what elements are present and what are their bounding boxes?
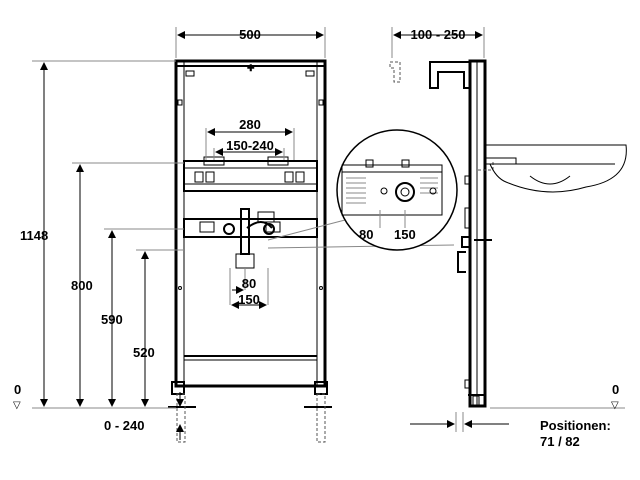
right-foot	[314, 381, 328, 395]
triangle-down-icon: ▽	[13, 400, 21, 411]
dim-span-280: 280	[239, 117, 261, 132]
drain-pipe	[240, 208, 250, 255]
front-view: ✚	[168, 59, 332, 443]
dim-span-150-240: 150-240	[226, 138, 274, 153]
side-view	[389, 27, 627, 408]
upper-crossbar	[183, 160, 318, 192]
detail-view	[267, 129, 458, 251]
horizontal-dimensions	[177, 31, 324, 309]
vertical-dimensions	[40, 62, 184, 440]
dim-zero-right: 0	[612, 382, 619, 397]
dim-span-150: 150	[238, 292, 260, 307]
positions-value: 71 / 82	[540, 434, 580, 449]
positions-label: Positionen:	[540, 418, 611, 433]
dim-height-520: 520	[133, 345, 155, 360]
detail-dim-150: 150	[394, 227, 416, 242]
triangle-down-icon: ▽	[611, 400, 619, 411]
dim-depth-range: 100 - 250	[411, 27, 466, 42]
frame-outline	[174, 59, 327, 388]
basin-outline	[485, 144, 627, 193]
left-foot	[171, 381, 185, 395]
svg-text:✚: ✚	[247, 63, 255, 73]
dim-height-590: 590	[101, 312, 123, 327]
lower-crossbar	[183, 218, 318, 238]
detail-dim-80: 80	[359, 227, 373, 242]
dim-frame-width: 500	[239, 27, 261, 42]
positions-dimension	[410, 412, 509, 432]
reference-lines	[32, 27, 625, 409]
dim-zero-left: 0	[14, 382, 21, 397]
dim-foot-adjust: 0 - 240	[104, 418, 144, 433]
dim-height-800: 800	[71, 278, 93, 293]
dim-total-height: 1148	[20, 228, 48, 243]
dim-span-80: 80	[242, 276, 256, 291]
